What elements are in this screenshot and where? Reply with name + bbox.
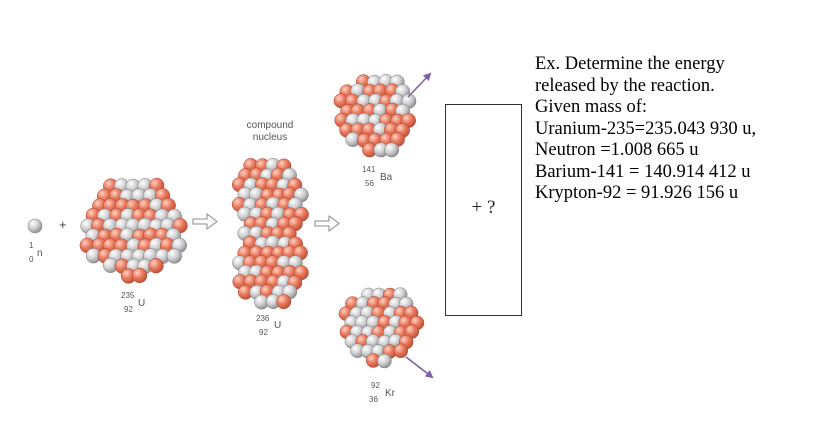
process-arrow-1 — [192, 213, 218, 230]
neutron-mass-number: 1 — [29, 241, 34, 250]
compound-caption-line1: compound — [246, 120, 294, 131]
krypton-motion-arrow — [405, 356, 434, 379]
krypton-92-nucleus — [338, 287, 425, 369]
u236-atomic-number: 92 — [259, 328, 268, 337]
process-arrow-2 — [314, 215, 340, 232]
problem-statement: Ex. Determine the energy released by the… — [535, 54, 820, 205]
answer-box-text: + ? — [471, 197, 496, 218]
problem-line-prompt-cont: released by the reaction. — [535, 75, 715, 96]
barium-motion-arrow — [407, 72, 432, 98]
problem-line-given: Given mass of: — [535, 97, 648, 117]
barium-atomic-number: 56 — [365, 179, 374, 188]
plus-sign: + — [59, 217, 67, 232]
neutron — [166, 248, 182, 264]
u235-symbol: U — [138, 298, 146, 309]
answer-box: + ? — [445, 104, 522, 316]
krypton-symbol: Kr — [385, 388, 395, 399]
proton — [276, 294, 292, 310]
mass-barium-141: Barium-141 = 140.914 412 u — [535, 161, 751, 182]
proton — [393, 343, 409, 359]
proton — [131, 267, 148, 284]
neutron-symbol: n — [37, 248, 43, 259]
proton — [148, 258, 164, 274]
barium-141-nucleus — [333, 73, 417, 158]
krypton-mass-number: 92 — [371, 381, 380, 390]
compound-nucleus-u236 — [231, 157, 309, 310]
neutron — [384, 142, 400, 158]
problem-line-prompt: Ex. Determine the energy — [535, 54, 725, 74]
mass-neutron: Neutron =1.008 665 u — [535, 140, 699, 160]
uranium-235-nucleus — [79, 177, 188, 284]
neutron — [377, 353, 392, 369]
u236-mass-number: 236 — [256, 314, 270, 323]
barium-mass-number: 141 — [362, 165, 376, 174]
compound-caption-line2: nucleus — [252, 132, 288, 143]
neutron-atomic-number: 0 — [29, 255, 34, 264]
u235-mass-number: 235 — [121, 291, 135, 300]
barium-symbol: Ba — [380, 172, 393, 183]
u235-atomic-number: 92 — [124, 305, 133, 314]
krypton-atomic-number: 36 — [369, 395, 378, 404]
free-neutron — [27, 218, 43, 234]
mass-krypton-92: Krypton-92 = 91.926 156 u — [535, 183, 739, 203]
mass-uranium-235: Uranium-235=235.043 930 u, — [535, 118, 757, 139]
u236-symbol: U — [274, 320, 282, 331]
